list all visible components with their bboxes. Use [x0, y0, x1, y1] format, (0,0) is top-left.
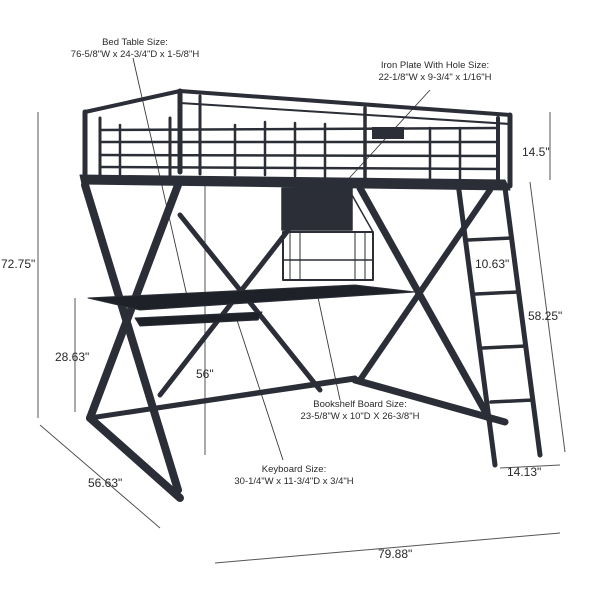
bed-table-size: 76-5/8"W x 24-3/4"D x 1-5/8"H — [70, 49, 200, 60]
bed-table-title: Bed Table Size: — [102, 37, 168, 48]
keyboard-label: Keyboard Size: 30-1/4"W x 11-3/4"D x 3/4… — [228, 464, 360, 488]
iron-plate-label: Iron Plate With Hole Size: 22-1/8"W x 9-… — [360, 60, 510, 84]
bookshelf-board-size: 23-5/8"W x 10"D X 26-3/8"H — [300, 411, 420, 422]
bookshelf-board-label: Bookshelf Board Size: 23-5/8"W x 10"D X … — [285, 399, 435, 423]
bed-frame — [79, 88, 543, 502]
guardrail-height-value: 14.5" — [522, 145, 550, 159]
bed-table-label: Bed Table Size: 76-5/8"W x 24-3/4"D x 1-… — [62, 37, 208, 61]
iron-plate-size: 22-1/8"W x 9-3/4" x 1/16"H — [378, 72, 492, 83]
ladder-rung-dimension-value: 10.63" — [475, 257, 510, 271]
under-bed-clearance-value: 56" — [196, 367, 214, 381]
depth-value: 56.63" — [88, 476, 123, 490]
total-height-value: 72.75" — [1, 257, 36, 271]
keyboard-size: 30-1/4"W x 11-3/4"D x 3/4"H — [234, 476, 354, 487]
iron-plate-title: Iron Plate With Hole Size: — [380, 60, 490, 71]
dimension-lines — [37, 112, 566, 564]
desk-height-value: 28.63" — [55, 350, 90, 364]
bookshelf-board-title: Bookshelf Board Size: — [313, 399, 407, 410]
length-value: 79.88" — [378, 547, 413, 561]
ladder-height-value: 58.25" — [528, 309, 563, 323]
ladder-depth-value: 14.13" — [507, 465, 542, 479]
keyboard-title: Keyboard Size: — [261, 464, 327, 475]
